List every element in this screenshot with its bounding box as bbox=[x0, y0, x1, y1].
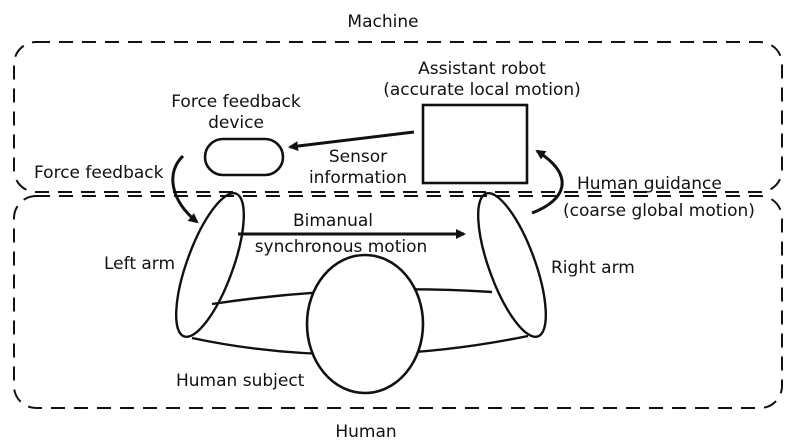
force-feedback-device-shape bbox=[203, 137, 285, 177]
human-guidance-arrow bbox=[531, 149, 564, 215]
machine-label: Machine bbox=[347, 12, 418, 32]
force-feedback-arrow bbox=[171, 154, 199, 224]
human-guidance-label-line2: (coarse global motion) bbox=[563, 201, 755, 221]
assistant-robot-label-line1: Assistant robot bbox=[418, 59, 546, 79]
assistant-robot-label-line2: (accurate local motion) bbox=[383, 80, 581, 100]
human-guidance-label-line1: Human guidance bbox=[577, 174, 722, 194]
force-feedback-label: Force feedback bbox=[34, 163, 164, 183]
machine-region bbox=[13, 41, 783, 193]
right-arm-shape bbox=[476, 191, 548, 339]
human-region bbox=[13, 195, 783, 409]
assistant-robot-box bbox=[421, 103, 529, 185]
bimanual-label-line1: Bimanual bbox=[293, 211, 373, 231]
right-arm-label: Right arm bbox=[551, 258, 635, 278]
human-subject-head bbox=[305, 253, 425, 395]
left-arm-label: Left arm bbox=[104, 254, 175, 274]
human-label: Human bbox=[335, 422, 396, 442]
sensor-information-arrow bbox=[288, 130, 415, 152]
sensor-information-label-line2: information bbox=[309, 168, 407, 188]
sensor-information-label-line1: Sensor bbox=[329, 147, 387, 167]
left-arm-shape bbox=[174, 191, 246, 339]
human-subject-label: Human subject bbox=[176, 371, 305, 391]
force-feedback-device-label-line2: device bbox=[208, 113, 264, 133]
bimanual-label-line2: synchronous motion bbox=[255, 237, 428, 257]
force-feedback-device-label-line1: Force feedback bbox=[171, 92, 301, 112]
